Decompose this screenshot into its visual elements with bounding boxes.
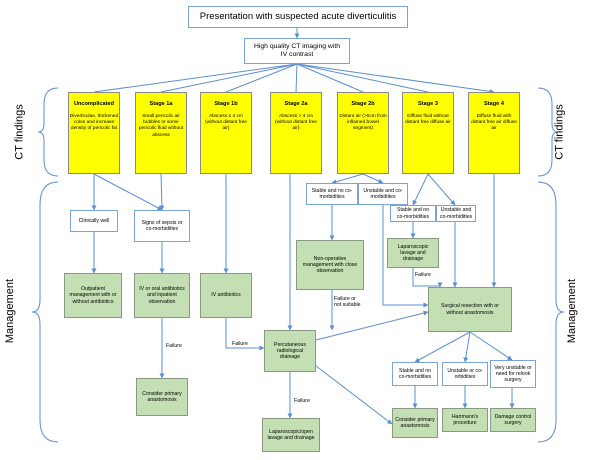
- arrow-stage3-to-stable: [412, 173, 429, 206]
- failure-label-ivoral: Failure: [166, 343, 182, 349]
- unstable-2b-box: Unstable and co-morbidities: [358, 183, 408, 205]
- failure-label-lavage: Failure: [415, 272, 431, 278]
- arrow-stage2b-to-stable: [331, 173, 364, 185]
- management-label-right: Management: [566, 278, 579, 344]
- stable-2b-box: Stable and no co-morbidities: [306, 183, 358, 205]
- ct-brace-left: [37, 87, 59, 177]
- ct-imaging-box: High quality CT imaging with IV contrast: [244, 38, 350, 64]
- iv-antibiotics-box: IV antibiotics: [200, 273, 252, 318]
- hartmann-box: Hartmann's procedure: [442, 408, 488, 432]
- very-unstable-box: Very unstable or need for relook surgery: [490, 360, 536, 388]
- stage-2b: Stage 2b Distant air (>5cm from inflamed…: [337, 92, 389, 174]
- stage-title: Stage 2b: [351, 101, 375, 107]
- stage-title: Stage 1b: [214, 101, 238, 107]
- stage-description: Diverticulae, thickened colon and increa…: [69, 113, 119, 132]
- outpatient-box: Outpatient management with or without an…: [64, 273, 122, 318]
- arrow-stage3-to-unstable: [427, 173, 456, 206]
- stage-title: Stage 2a: [284, 101, 308, 107]
- stage-description: Distant air (>5cm from inflamed bowel se…: [339, 113, 387, 132]
- stage-description: Abscess > 4 cm (without distant free air…: [275, 113, 317, 132]
- arrow-perc-to-primary2: [315, 365, 393, 425]
- failure-label-ivab: Failure: [232, 341, 248, 347]
- consider-primary-box-1: Consider primary anastomosis: [136, 378, 188, 416]
- failure-not-suitable-label: Failure or not suitable: [334, 296, 361, 309]
- unstable-bottom-box: Unstable or co-orbidities: [442, 362, 488, 386]
- stage-description: Diffuse fluid without distant free diffu…: [405, 113, 451, 126]
- stage-title: Stage 1a: [149, 101, 173, 107]
- arrow-unstable2b-to-surgery: [382, 205, 429, 308]
- signs-sepsis-box: Signs of sepsis or co-morbidities: [134, 210, 190, 242]
- damage-control-box: Damage control surgery: [490, 408, 536, 432]
- arrow-uncomplicated-to-sepsis: [93, 173, 163, 211]
- ct-findings-label-left: CT findings: [13, 104, 26, 160]
- stable-3-box: Stable and no co-morbidities: [390, 205, 436, 222]
- mgmt-brace-right: [537, 181, 565, 443]
- stage-1b: Stage 1b Abscess ≤ 4 cm (without distant…: [200, 92, 252, 174]
- arrow-ivab-to-perc: [225, 318, 265, 351]
- arrow-stage1a-to-sepsis: [159, 173, 165, 211]
- stage-title: Stage 3: [418, 101, 438, 107]
- arrow-lavage-failure: [412, 268, 443, 288]
- ct-findings-label-right: CT findings: [553, 104, 566, 160]
- nonoperative-box: Non-operative management with close obse…: [296, 240, 364, 290]
- arrow-surgery-to-unstable: [463, 331, 471, 363]
- consider-primary-box-2: Consider primary anastomosis: [392, 408, 438, 438]
- laparoscopic-lavage-box: Laparoscopic lavage and drainage: [387, 238, 439, 268]
- arrow-perc-to-surgery: [315, 310, 429, 341]
- stage-title: Uncomplicated: [73, 101, 115, 107]
- iv-oral-box: IV or oral antibiotics and inpatient obs…: [134, 273, 190, 318]
- stage-description: Diffuse fluid with distant free air diff…: [471, 113, 517, 132]
- stable-bottom-box: Stable and no co-morbidities: [392, 362, 438, 386]
- stage-uncomplicated: Uncomplicated Diverticulae, thickened co…: [68, 92, 120, 174]
- stage-title: Stage 4: [484, 101, 504, 107]
- stage-4: Stage 4 Diffuse fluid with distant free …: [468, 92, 520, 174]
- lap-open-lavage-box: Laparoscopic/open lavage and drainage: [262, 418, 320, 452]
- clinically-well-box: Clinically well: [70, 210, 118, 232]
- arrow-surgery-to-veryunstable: [469, 331, 513, 361]
- arrow-surgery-to-stable: [414, 331, 471, 363]
- failure-label-perc: Failure: [294, 398, 310, 404]
- arrow-ct-to-stages: [93, 63, 494, 92]
- stage-description: Small pericolic air bubbles or some peri…: [138, 113, 184, 138]
- percutaneous-drainage-box: Percutaneous radiological drainage: [264, 330, 316, 372]
- management-label-left: Management: [4, 278, 17, 344]
- presentation-box: Presentation with suspected acute divert…: [188, 6, 408, 28]
- stage-description: Abscess ≤ 4 cm (without distant free air…: [205, 113, 247, 132]
- mgmt-brace-left: [31, 181, 59, 443]
- arrow-stage2b-to-unstable: [362, 173, 384, 184]
- surgical-resection-box: Surgical resection with or without anast…: [428, 287, 512, 332]
- unstable-3-box: Unstable and co-morbidities: [436, 205, 476, 222]
- ct-brace-right: [537, 87, 559, 177]
- stage-1a: Stage 1a Small pericolic air bubbles or …: [135, 92, 187, 174]
- stage-3: Stage 3 Diffuse fluid without distant fr…: [402, 92, 454, 174]
- stage-2a: Stage 2a Abscess > 4 cm (without distant…: [270, 92, 322, 174]
